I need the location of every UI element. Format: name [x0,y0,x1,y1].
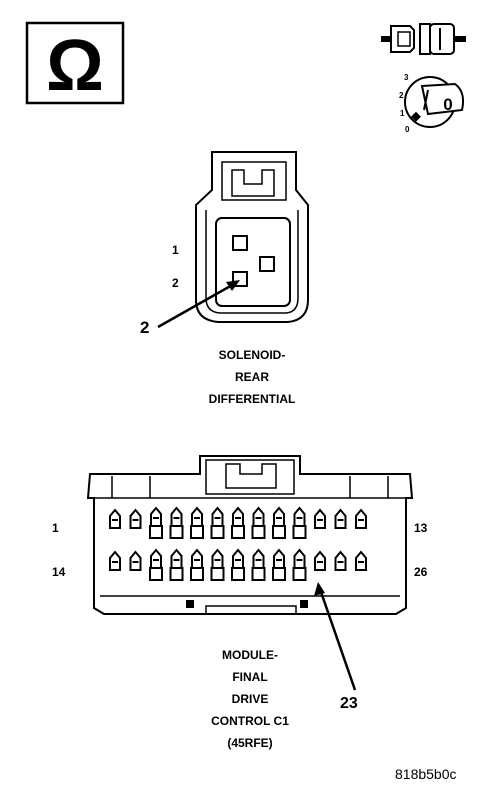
module-terminal-20 [232,548,244,569]
svg-text:2: 2 [399,91,404,100]
module-terminal-17 [170,548,183,569]
svg-text:0: 0 [405,125,410,134]
module-terminal-10 [293,506,306,527]
module-cavity-6-lower [210,525,225,539]
solenoid-callout-arrow [157,280,240,329]
module-cavity-7-lower [231,525,245,539]
module-cavity-5-lower [190,525,204,539]
ohm-symbol: Ω [46,26,104,106]
module-terminal-22 [273,548,285,569]
ignition-key-icon: 0 3 2 1 0 [399,73,465,134]
module-terminal-12 [334,508,347,529]
module-cavity-20-lower [231,567,245,581]
module-terminal-2 [129,508,142,529]
module-terminal-7 [232,506,244,527]
module-terminal-3 [150,506,162,527]
disconnect-connector-icon [381,23,466,55]
module-pin-label-13: 13 [414,521,428,535]
module-terminal-23 [293,548,306,569]
solenoid-pin-label-2: 2 [172,276,179,290]
solenoid-pin-label-1: 1 [172,243,179,257]
figure-id: 818b5b0c [395,766,457,782]
module-cavity-19-lower [210,567,225,581]
module-terminal-26 [355,550,367,571]
module-terminal-13 [355,508,367,529]
solenoid-connector [195,151,309,323]
svg-text:1: 1 [400,109,405,118]
module-terminal-9 [273,506,285,527]
module-terminal-11 [314,508,326,529]
solenoid-caption: SOLENOID- REAR DIFFERENTIAL [208,348,296,406]
module-terminal-14 [109,550,121,571]
solenoid-pin-1 [232,235,248,251]
ohmmeter-icon: Ω [25,21,125,106]
module-pin-label-1: 1 [52,521,59,535]
module-cavity-21-lower [251,567,266,581]
key-position-label: 0 [443,95,452,114]
module-terminal-25 [334,550,347,571]
module-terminal-5 [191,506,203,527]
module-terminal-15 [129,550,142,571]
module-terminal-6 [211,506,224,527]
solenoid-pin-3 [259,256,275,272]
module-terminal-4 [170,506,183,527]
module-cavity-10-lower [292,525,307,539]
module-cavity-8-lower [251,525,266,539]
module-terminal-19 [211,548,224,569]
module-cavity-3-lower [149,525,163,539]
module-terminal-1 [109,508,121,529]
module-caption: MODULE- FINAL DRIVE CONTROL C1 (45RFE) [211,648,289,750]
module-terminal-16 [150,548,162,569]
solenoid-callout-label: 2 [140,318,149,337]
module-terminal-24 [314,550,326,571]
module-cavity-16-lower [149,567,163,581]
module-connector [86,455,414,615]
module-cavity-4-lower [169,525,184,539]
module-cavity-23-lower [292,567,307,581]
module-terminal-18 [191,548,203,569]
module-callout-label: 23 [340,695,358,712]
module-pin-label-14: 14 [52,565,66,579]
module-cavity-18-lower [190,567,204,581]
module-terminal-8 [252,506,265,527]
module-callout-arrow [314,582,357,691]
module-cavity-22-lower [272,567,286,581]
module-pin-label-26: 26 [414,565,428,579]
module-terminal-21 [252,548,265,569]
module-cavity-9-lower [272,525,286,539]
module-cavity-17-lower [169,567,184,581]
svg-text:3: 3 [404,73,409,82]
